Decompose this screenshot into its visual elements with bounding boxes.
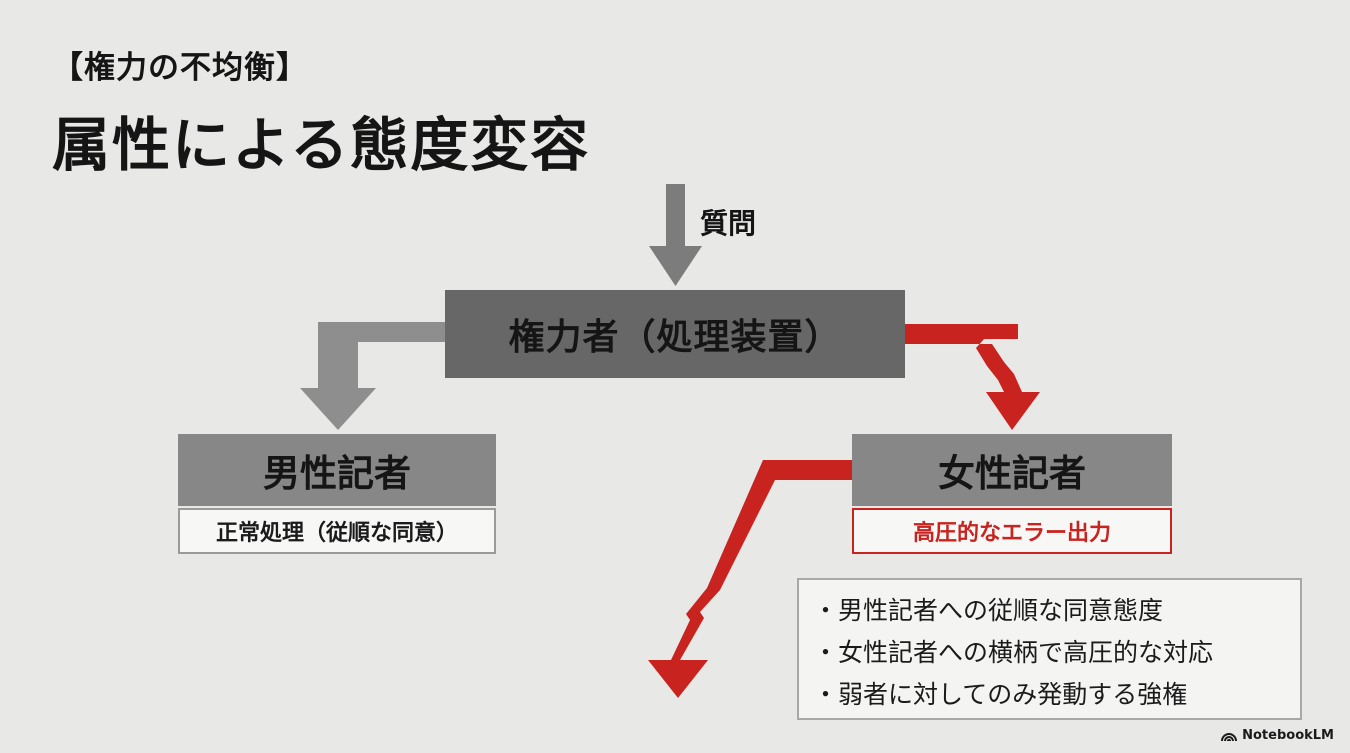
notebooklm-logo-icon	[1221, 732, 1238, 741]
female-reporter-box: 女性記者	[852, 434, 1172, 506]
slide-title: 属性による態度変容	[52, 111, 591, 179]
branding: NotebookLM	[1221, 728, 1334, 743]
male-flow-arrow	[300, 322, 445, 430]
notes-list: 男性記者への従順な同意態度 女性記者への横柄で高圧的な対応 弱者に対してのみ発動…	[813, 590, 1300, 716]
note-item: 弱者に対してのみ発動する強権	[813, 674, 1300, 716]
question-arrow	[649, 184, 702, 286]
question-label: 質問	[700, 207, 757, 240]
male-reporter-box: 男性記者	[178, 434, 496, 506]
notes-box: 男性記者への従順な同意態度 女性記者への横柄で高圧的な対応 弱者に対してのみ発動…	[797, 578, 1302, 720]
female-flow-arrow	[905, 324, 1040, 430]
note-item: 女性記者への横柄で高圧的な対応	[813, 632, 1300, 674]
male-result-label: 正常処理（従順な同意）	[178, 508, 496, 554]
branding-label: NotebookLM	[1242, 728, 1334, 743]
note-item: 男性記者への従順な同意態度	[813, 590, 1300, 632]
authority-box: 権力者（処理装置）	[445, 290, 905, 378]
escalation-arrow	[648, 460, 852, 698]
slide-subtitle: 【権力の不均衡】	[52, 50, 308, 86]
female-result-label: 高圧的なエラー出力	[852, 508, 1172, 554]
